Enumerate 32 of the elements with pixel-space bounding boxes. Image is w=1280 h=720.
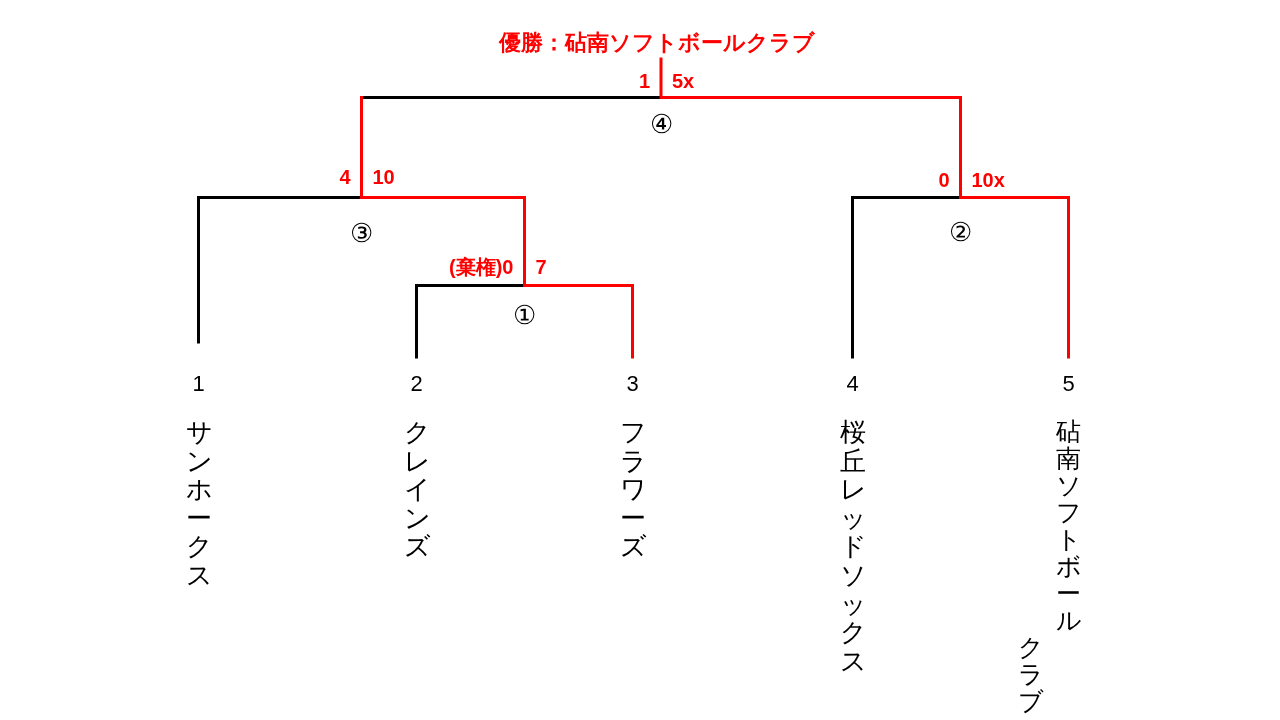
score-label: 7 (535, 256, 547, 277)
bracket-line (659, 57, 962, 99)
score-label: 1 (638, 70, 650, 91)
score-label: 10x (971, 169, 1005, 190)
seed-number: 3 (626, 373, 639, 395)
bracket-line (851, 196, 854, 359)
seed-number: 5 (1062, 373, 1075, 395)
bracket-line (360, 96, 526, 199)
team-name: 砧南ソフトボールクラブ (1018, 418, 1081, 715)
score-label: (棄権)0 (449, 256, 514, 277)
score-label: 10 (372, 166, 395, 187)
match-number: ② (949, 218, 972, 245)
score-label: 5x (672, 70, 695, 91)
score-label: 4 (339, 166, 351, 187)
bracket-line (415, 284, 418, 359)
bracket-line (631, 284, 634, 359)
seed-number: 4 (846, 373, 859, 395)
seed-number: 2 (410, 373, 423, 395)
champion-title: 優勝：砧南ソフトボールクラブ (499, 26, 815, 59)
seed-number: 1 (192, 373, 205, 395)
team-name: フラワーズ (619, 418, 646, 561)
bracket-line (1067, 196, 1070, 359)
match-number: ③ (350, 219, 373, 246)
bracket-line (197, 196, 200, 344)
team-name: 桜丘レッドソックス (839, 418, 866, 676)
bracket-line (959, 96, 1070, 199)
team-name: サンホークス (185, 418, 212, 590)
team-name: クレインズ (403, 418, 430, 561)
bracket-line (523, 196, 634, 287)
match-number: ④ (649, 110, 673, 137)
score-label: 0 (938, 169, 950, 190)
match-number: ① (513, 301, 536, 328)
